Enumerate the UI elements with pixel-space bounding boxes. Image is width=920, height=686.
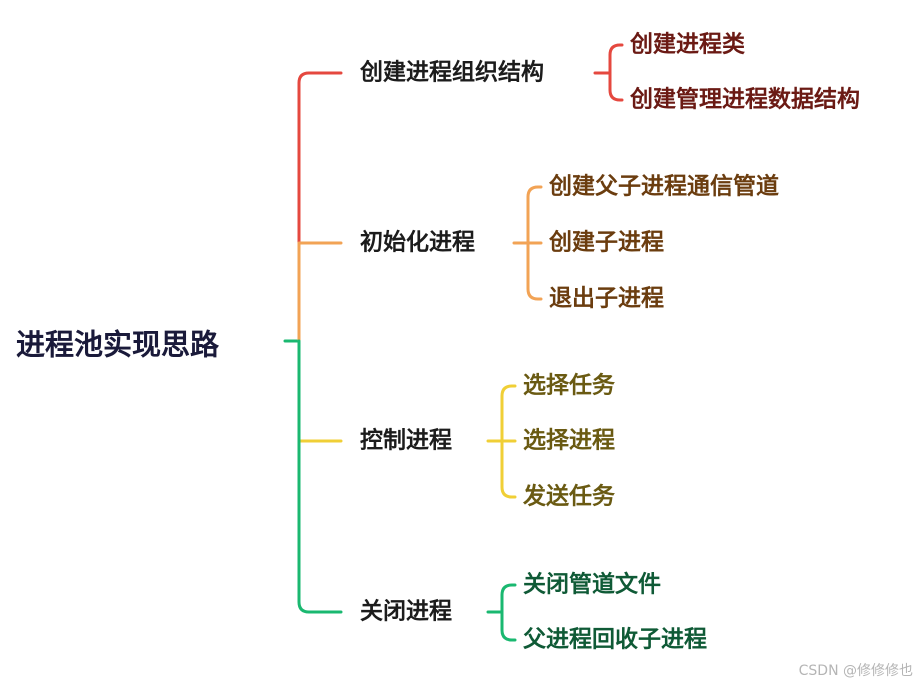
trunk-line-branch-3 [297, 339, 343, 614]
leaf-node-create-process-class: 创建进程类 [630, 31, 745, 58]
bracket-branch-1-top [526, 185, 543, 245]
leaf-node-create-manage-structure: 创建管理进程数据结构 [630, 86, 860, 113]
bracket-branch-3-bottom [500, 610, 517, 642]
leaf-node-parent-reap-child: 父进程回收子进程 [523, 626, 707, 653]
leaf-node-send-task: 发送任务 [523, 483, 615, 510]
branch-node-create-structure: 创建进程组织结构 [360, 59, 544, 86]
trunk-line-branch-2 [297, 339, 343, 443]
trunk-line-branch-0 [297, 71, 343, 245]
branch-node-init-process: 初始化进程 [360, 229, 475, 256]
branch-node-control-process: 控制进程 [360, 427, 452, 454]
leaf-node-create-pipe: 创建父子进程通信管道 [549, 173, 779, 200]
root-node: 进程池实现思路 [16, 327, 220, 362]
trunk-line-branch-1 [297, 241, 343, 343]
bracket-branch-2-top [500, 384, 517, 443]
leaf-node-exit-child: 退出子进程 [549, 285, 664, 312]
bracket-branch-2-bottom [500, 439, 517, 499]
bracket-branch-1-bottom [526, 241, 543, 301]
bracket-branch-0-bottom [608, 71, 624, 102]
branch-node-close-process: 关闭进程 [360, 598, 452, 625]
leaf-node-select-process: 选择进程 [523, 427, 615, 454]
bracket-branch-3-top [500, 583, 517, 614]
leaf-node-create-child: 创建子进程 [549, 229, 664, 256]
bracket-branch-0-top [608, 43, 624, 75]
watermark: CSDN @修修修也 [798, 663, 913, 679]
leaf-node-close-pipe-file: 关闭管道文件 [523, 571, 661, 598]
leaf-node-select-task: 选择任务 [523, 372, 615, 399]
